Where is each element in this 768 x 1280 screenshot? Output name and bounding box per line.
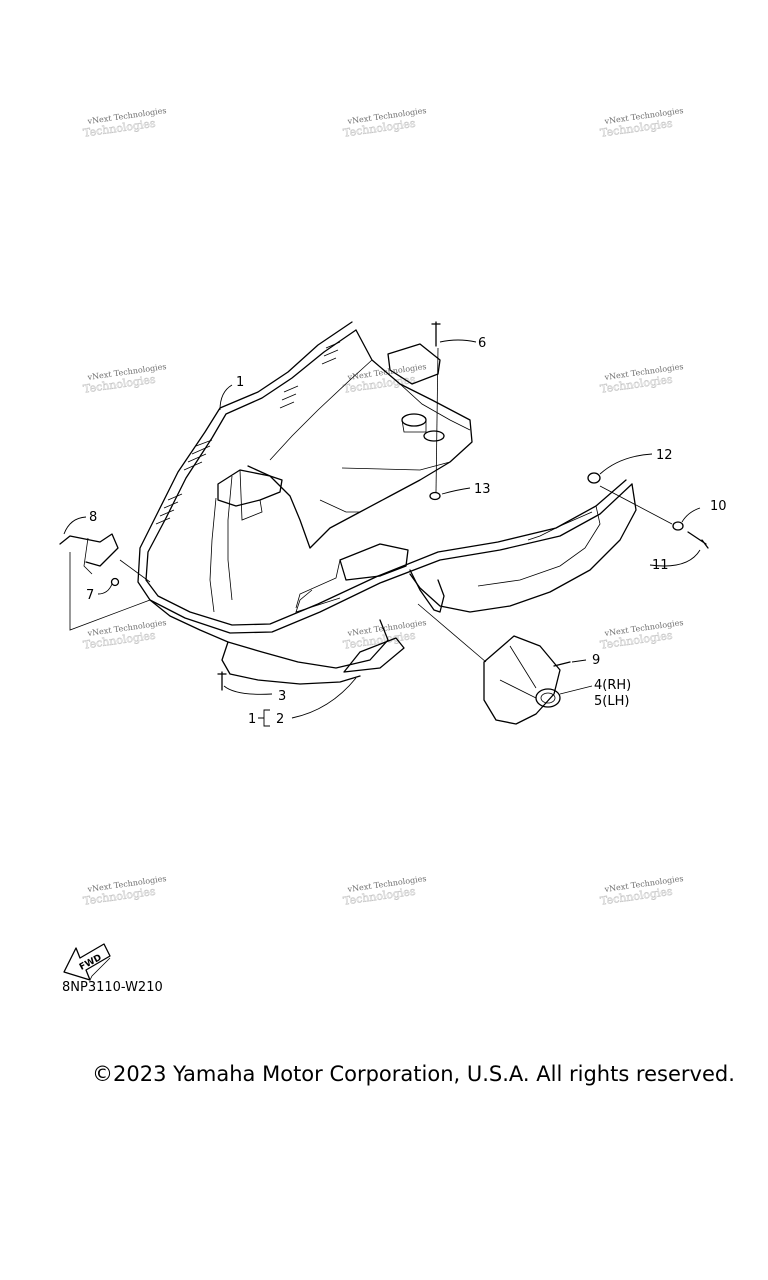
callout-11: 11	[652, 558, 669, 573]
watermark-r1-c2: vNext Technologies Technologies	[342, 106, 427, 140]
watermark-r1-c3: vNext Technologies Technologies	[599, 106, 684, 140]
watermark-r3-c3: vNext Technologies Technologies	[599, 618, 684, 652]
callout-7: 7	[86, 588, 94, 603]
fastener-6	[431, 321, 441, 347]
vent-slits-left	[155, 341, 341, 525]
watermark-r2-c1: vNext Technologies Technologies	[82, 362, 167, 396]
callout-4-rh: 4(RH)	[594, 678, 631, 693]
watermark-r2-c3: vNext Technologies Technologies	[599, 362, 684, 396]
watermark-r2-c2: vNext Technologies Technologies	[342, 362, 427, 396]
reference-code: 8NP3110-W210	[62, 980, 163, 995]
callouts: 1 6 13 12 10 11 8 7 9 4(RH) 5(LH) 3 1 2	[86, 336, 727, 727]
fan-cover-drawing	[483, 635, 561, 725]
callout-8: 8	[89, 510, 97, 525]
callout-9: 9	[592, 653, 600, 668]
watermark-r3-c2: vNext Technologies Technologies	[342, 618, 427, 652]
copyright-notice: ©2023 Yamaha Motor Corporation, U.S.A. A…	[92, 1062, 735, 1086]
callout-3: 3	[278, 689, 286, 704]
alignment-lines	[69, 347, 673, 663]
callout-10: 10	[710, 499, 727, 514]
fastener-10-11	[672, 521, 709, 549]
callout-5-lh: 5(LH)	[594, 694, 629, 709]
bracket-drawing	[59, 533, 120, 587]
fastener-9	[553, 661, 571, 667]
callout-1: 1	[236, 375, 244, 390]
leader-lines	[63, 339, 701, 727]
callout-2: 2	[276, 712, 284, 727]
front-cover-drawing	[137, 321, 637, 685]
callout-13: 13	[474, 482, 491, 497]
watermark-r4-c2: vNext Technologies Technologies	[342, 874, 427, 908]
watermark-r1-c1: vNext Technologies Technologies	[82, 106, 167, 140]
callout-6: 6	[478, 336, 486, 351]
watermark-r4-c1: vNext Technologies Technologies	[82, 874, 167, 908]
watermark-r4-c3: vNext Technologies Technologies	[599, 874, 684, 908]
fwd-label: FWD	[78, 953, 103, 973]
fastener-3	[217, 671, 227, 691]
callout-1-group: 1	[248, 712, 256, 727]
watermark-r3-c1: vNext Technologies Technologies	[82, 618, 167, 652]
fastener-12	[587, 472, 601, 484]
fwd-arrow: FWD	[63, 943, 111, 981]
callout-12: 12	[656, 448, 673, 463]
fastener-13	[429, 491, 441, 501]
